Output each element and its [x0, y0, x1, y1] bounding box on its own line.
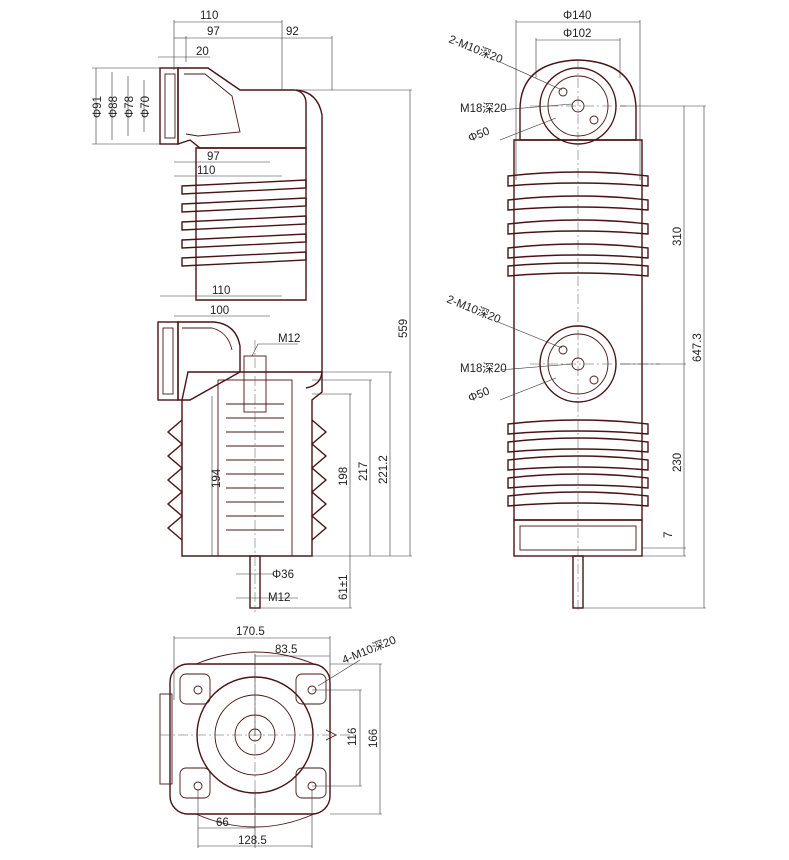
dim-dia-91: Φ91 [92, 96, 104, 118]
upper-sheds [181, 179, 307, 267]
dim-w-128: 128.5 [238, 835, 267, 847]
label-4m10: 4-M10深20 [340, 632, 398, 666]
dim-low-100: 100 [210, 305, 229, 317]
dim-h-166: 166 [368, 729, 380, 748]
dim-h-559: 559 [398, 319, 410, 338]
dim-top-97: 97 [207, 26, 220, 38]
front-view: Φ140 Φ102 2-M10深20 M18深20 Φ50 [445, 10, 706, 610]
dim-h-310: 310 [672, 227, 684, 246]
inner-fins [226, 403, 284, 531]
lower-left-sheds [166, 419, 328, 541]
dim-top-110: 110 [200, 10, 218, 22]
label-mid-2m10: 2-M10深20 [445, 292, 503, 326]
dim-h-230: 230 [672, 453, 684, 472]
dim-h-116: 116 [347, 728, 359, 746]
dim-w-66: 66 [216, 817, 229, 829]
dim-mid-110: 110 [197, 165, 215, 177]
dim-low-110: 110 [212, 285, 230, 297]
dim-w-170: 170.5 [236, 626, 265, 638]
dim-h-647: 647.3 [692, 333, 704, 362]
dim-h-217: 217 [358, 462, 370, 481]
label-mid-dia50: Φ50 [467, 385, 492, 404]
dim-dia-70: Φ70 [140, 96, 152, 118]
dim-h-221: 221.2 [378, 455, 390, 484]
dim-h-7: 7 [663, 532, 675, 538]
dim-dia-88: Φ88 [108, 96, 120, 118]
dim-dia-102: Φ102 [563, 28, 591, 40]
label-top-m18: M18深20 [460, 101, 507, 115]
dim-w-83: 83.5 [275, 644, 297, 656]
dim-rod-61: 61±1 [338, 575, 350, 601]
label-top-2m10: 2-M10深20 [447, 32, 505, 66]
label-mid-m18: M18深20 [460, 361, 507, 375]
dim-h-198: 198 [338, 467, 350, 486]
label-dia-36: Φ36 [272, 569, 294, 581]
dim-h-194: 194 [211, 468, 223, 488]
dim-top-20: 20 [196, 46, 209, 58]
dim-mid-97: 97 [207, 151, 220, 163]
front-lower-sheds [507, 419, 649, 507]
front-upper-sheds [507, 171, 649, 277]
bottom-view: 170.5 83.5 4-M10深20 116 166 [159, 626, 398, 848]
dim-dia-140: Φ140 [563, 10, 591, 22]
dim-dia-78: Φ78 [124, 96, 136, 118]
label-top-dia50: Φ50 [467, 125, 492, 144]
dim-top-92: 92 [286, 26, 299, 38]
side-view: 110 97 92 20 Φ91 Φ88 Φ78 Φ70 97 110 [92, 10, 412, 612]
label-m12-bottom: M12 [268, 592, 290, 604]
label-m12-top: M12 [278, 333, 300, 345]
